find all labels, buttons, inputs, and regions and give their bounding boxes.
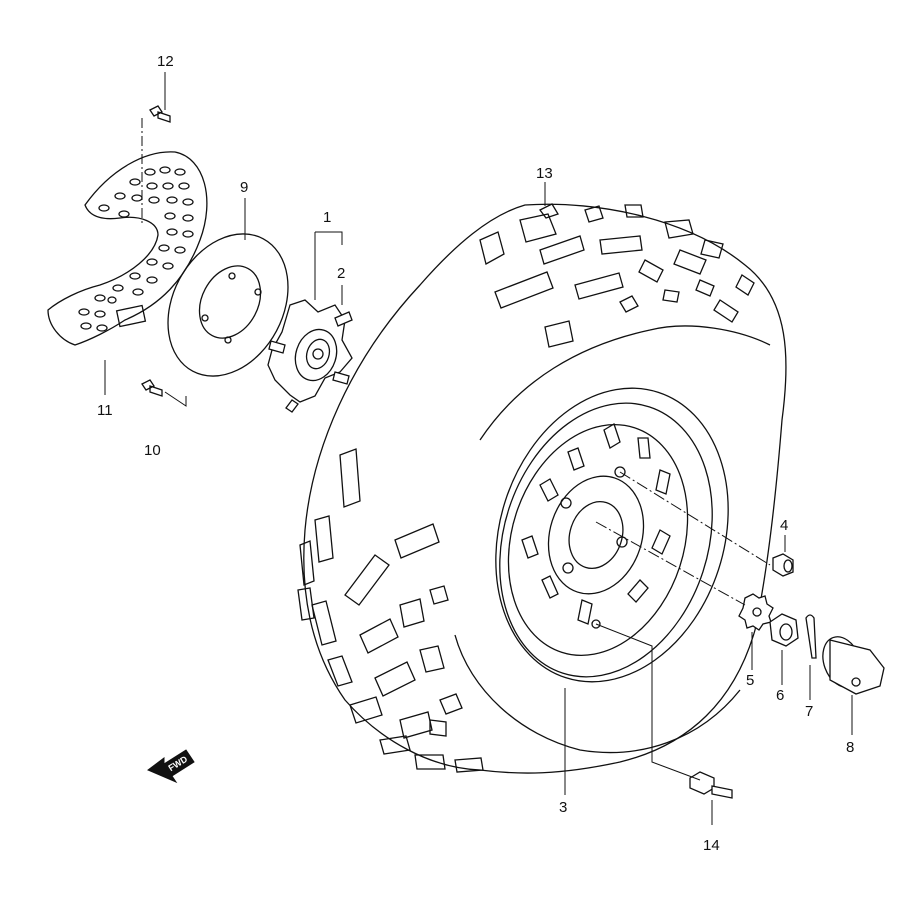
callout-numbers: 12 9 1 2 13 11 10 4 5 6 7 8 3 14: [97, 53, 854, 854]
callout-10: 10: [144, 442, 161, 459]
washer-5: [738, 593, 774, 631]
bolt-12: [149, 105, 171, 123]
tread-blocks-left: [297, 448, 484, 773]
callout-14: 14: [703, 837, 720, 854]
wheel-hub: [267, 299, 353, 413]
tire: [297, 203, 787, 774]
callout-9: 9: [240, 179, 248, 196]
wheel-hub-bore: [312, 348, 324, 360]
tire-sidewall-lower: [454, 634, 741, 754]
rim-outer-edge: [495, 387, 729, 683]
callout-2: 2: [337, 265, 345, 282]
rim-stud-hole: [614, 466, 626, 478]
brake-disc-inner: [198, 265, 262, 339]
wheel-hub-studs: [268, 311, 353, 413]
tread-blocks-top: [479, 203, 755, 348]
callout-12: 12: [157, 53, 174, 70]
rim: [495, 387, 729, 683]
callout-7: 7: [805, 703, 813, 720]
disc-guard-slot: [115, 304, 147, 328]
brake-disc-bolt-hole: [228, 272, 236, 280]
tire-sidewall: [479, 325, 771, 441]
wheel-hub-spline: [305, 338, 331, 370]
callout-6: 6: [776, 687, 784, 704]
rim-stud-hole: [562, 562, 574, 574]
brake-disc-bolt-hole: [254, 288, 262, 296]
callout-13: 13: [536, 165, 553, 182]
rim-valve-hole: [591, 619, 601, 629]
fwd-arrow-icon: [147, 749, 195, 784]
tire-outline: [303, 203, 787, 774]
callout-4: 4: [780, 517, 788, 534]
rim-flange: [499, 402, 713, 678]
rim-center-hole: [568, 501, 624, 569]
leader-lines: [104, 72, 853, 825]
brake-disc-outer: [167, 233, 289, 377]
brake-disc-bolt-hole: [201, 314, 209, 322]
rim-vent-slots: [521, 423, 671, 625]
callout-8: 8: [846, 739, 854, 756]
hub-cap-8: [822, 636, 885, 695]
castle-nut-6: [769, 613, 799, 647]
wheel-nut-4: [772, 553, 794, 577]
callout-11: 11: [97, 402, 113, 419]
rim-stud-hole: [560, 497, 572, 509]
bolt-10: [141, 379, 163, 397]
brake-disc-bolt-hole: [224, 336, 232, 344]
callout-1: 1: [323, 209, 331, 226]
rim-face: [507, 424, 689, 656]
valve-stem-14: [689, 771, 733, 799]
cotter-pin-7: [805, 614, 817, 659]
disc-guard-holes: [78, 166, 194, 332]
brake-disc: [167, 233, 289, 377]
disc-guard-plate: [47, 151, 208, 346]
fwd-arrow: FWD: [147, 749, 195, 784]
disc-guard: [47, 151, 208, 346]
rim-hub-face: [547, 475, 645, 595]
callout-5: 5: [746, 672, 754, 689]
callout-3: 3: [559, 799, 567, 816]
